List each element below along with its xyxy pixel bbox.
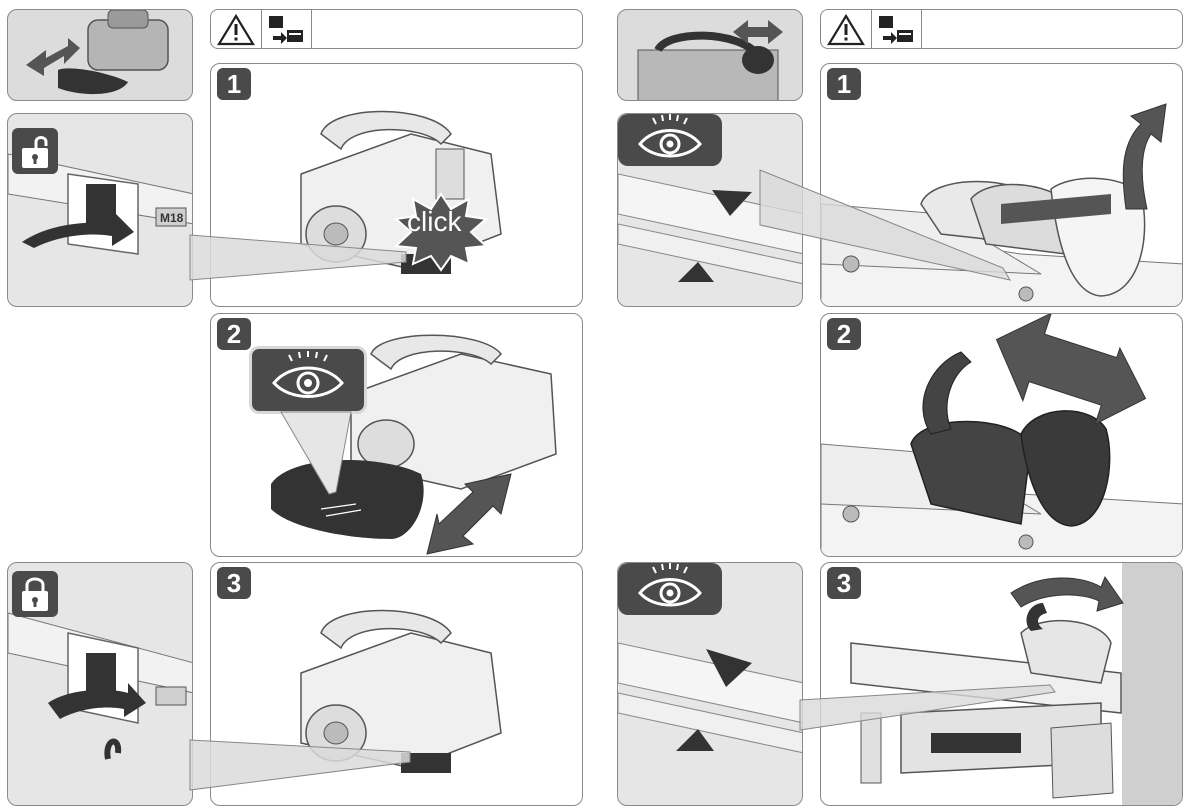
right-alignment-detail-1 [617,113,803,307]
left-step-3-panel: 3 [210,562,583,806]
left-unlock-detail: M18 [7,113,193,307]
unlock-icon [12,128,58,174]
alignment-detail-illustration [618,173,802,285]
eye-icon [618,563,722,615]
step-number: 1 [217,68,251,100]
left-step-2-panel: 2 [210,313,583,557]
left-lock-detail [7,562,193,806]
dust-bag-adjust-illustration [821,314,1182,556]
right-step-3-panel: 3 [820,562,1183,806]
click-starburst [393,192,489,272]
right-step-1-panel: 1 [820,63,1183,307]
dust-bag-attached-illustration [850,563,1182,805]
m18-badge: M18 [160,211,184,225]
step-number: 2 [827,318,861,350]
belt-replacement-illustration [271,334,557,555]
eye-icon [618,114,722,166]
eye-callout-pointer [280,411,352,495]
click-label: click [407,206,462,237]
left-overview-illustration [26,10,169,95]
lock-icon [12,571,58,617]
warning-triangle-icon [211,10,262,48]
lock-detail-illustration [8,612,192,760]
warning-triangle-icon [821,10,872,48]
belt-sander-locked-illustration [300,609,502,773]
right-header-bar [820,9,1183,49]
right-overview-illustration [637,20,783,100]
alignment-detail-3-illustration [618,642,802,754]
step-number: 3 [827,567,861,599]
unlock-detail-illustration: M18 [8,153,192,255]
left-header-bar [210,9,583,49]
left-overview-thumbnail [7,9,193,101]
battery-removed-icon [871,10,922,48]
right-overview-thumbnail [617,9,803,101]
right-step-2-panel: 2 [820,313,1183,557]
left-step-1-panel: 1 click [210,63,583,307]
step-number: 1 [827,68,861,100]
step-number: 2 [217,318,251,350]
dust-bag-removal-illustration [821,103,1182,306]
right-alignment-detail-3 [617,562,803,806]
battery-removed-icon [261,10,312,48]
step-number: 3 [217,567,251,599]
